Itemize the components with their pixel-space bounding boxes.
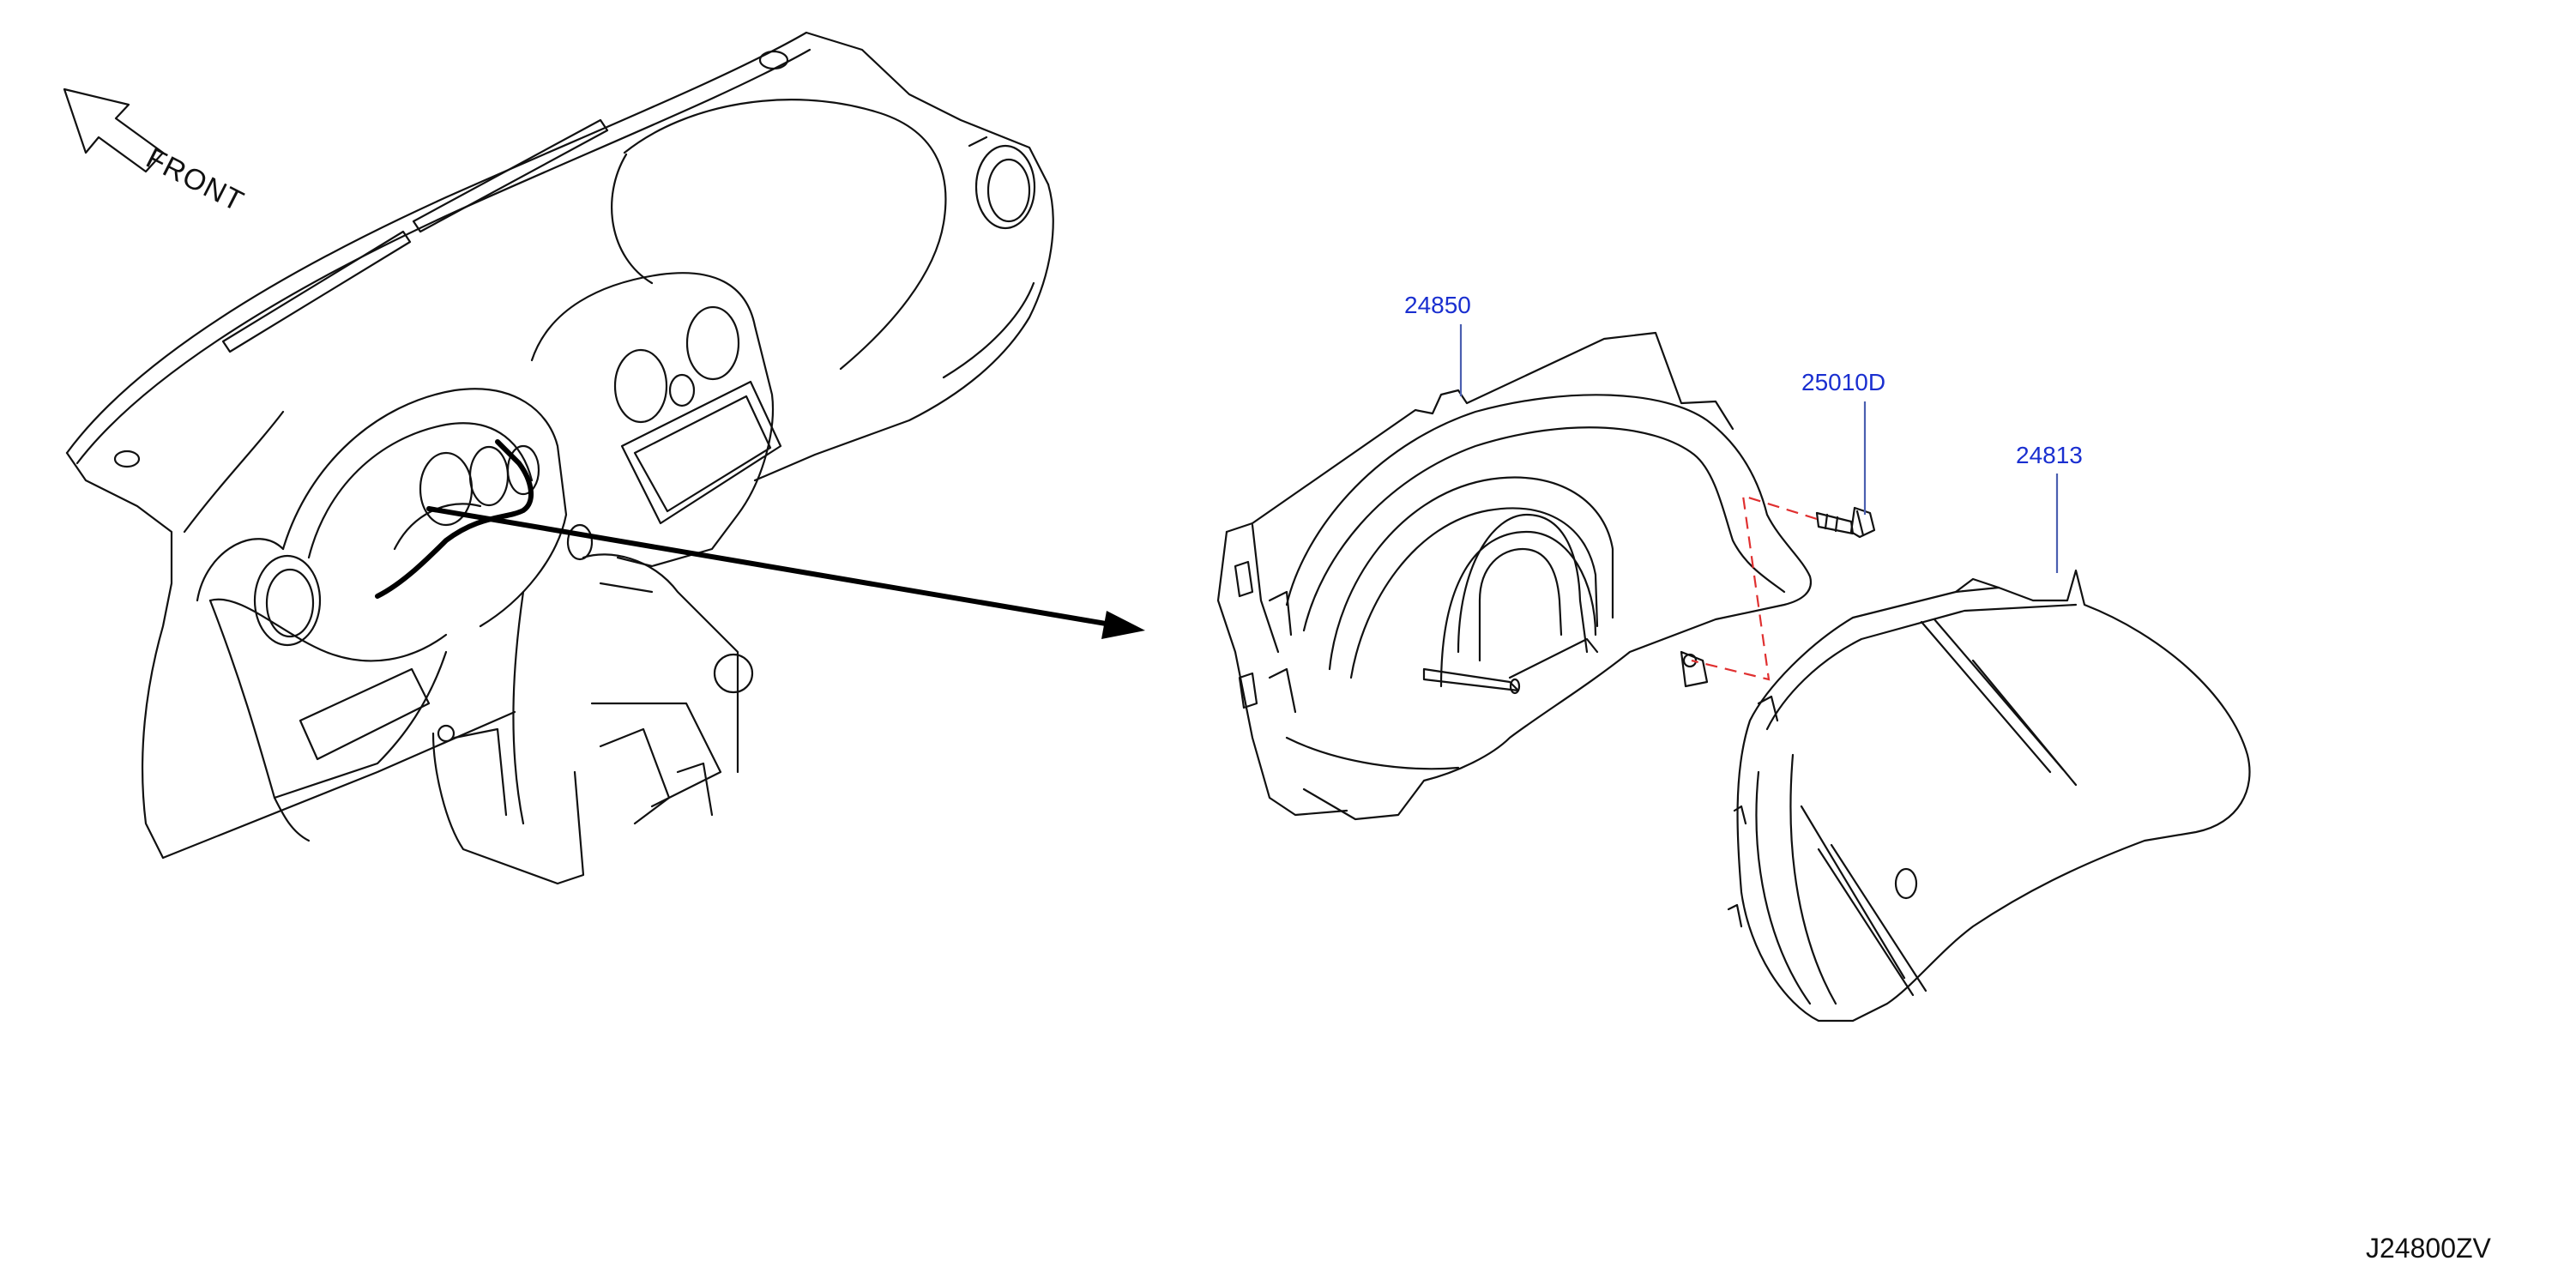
meter-cover-drawing bbox=[1727, 569, 2251, 1023]
direction-arrow-icon bbox=[426, 506, 1145, 639]
fastener-guide-line bbox=[1691, 494, 1818, 681]
part-label-25010D: 25010D bbox=[1801, 369, 1885, 395]
part-label-24813: 24813 bbox=[2016, 442, 2083, 468]
diagram-code: J24800ZV bbox=[2366, 1233, 2492, 1264]
instrument-panel-drawing bbox=[65, 31, 1054, 885]
front-label: FRONT bbox=[141, 142, 249, 218]
front-arrow-icon bbox=[63, 87, 165, 173]
meter-housing-drawing bbox=[1216, 331, 1813, 821]
part-label-24850: 24850 bbox=[1404, 292, 1471, 318]
screw-icon bbox=[1815, 506, 1876, 539]
